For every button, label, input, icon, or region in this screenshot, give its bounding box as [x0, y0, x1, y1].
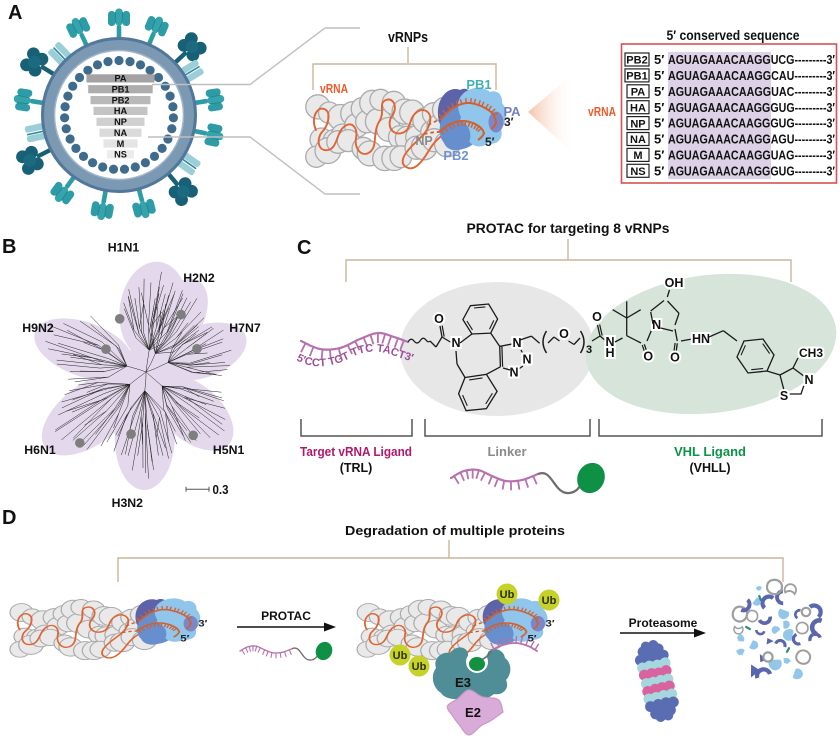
- svg-text:AGUAGAAACAAGGGUG---------3′: AGUAGAAACAAGGGUG---------3′: [668, 116, 835, 131]
- svg-text:5′: 5′: [654, 84, 664, 99]
- svg-text:AGUAGAAACAAGGCAU---------3′: AGUAGAAACAAGGCAU---------3′: [668, 68, 835, 83]
- svg-text:PROTAC: PROTAC: [261, 609, 311, 623]
- svg-text:VHL Ligand: VHL Ligand: [674, 444, 746, 459]
- svg-text:PB2: PB2: [443, 148, 468, 163]
- svg-text:N: N: [652, 318, 661, 332]
- svg-text:H7N7: H7N7: [229, 321, 261, 335]
- svg-text:N: N: [804, 373, 813, 387]
- svg-text:S: S: [780, 389, 788, 403]
- svg-text:O: O: [559, 327, 569, 341]
- svg-text:H5N1: H5N1: [213, 443, 245, 457]
- svg-text:Ub: Ub: [412, 661, 427, 673]
- svg-text:5′: 5′: [654, 148, 664, 163]
- svg-text:M: M: [117, 139, 125, 149]
- svg-text:5′: 5′: [654, 52, 664, 67]
- svg-text:H3N2: H3N2: [112, 496, 144, 510]
- svg-text:5′: 5′: [654, 163, 664, 178]
- svg-text:H1N1: H1N1: [108, 241, 140, 255]
- svg-text:B: B: [2, 236, 16, 258]
- svg-text:NP: NP: [415, 134, 432, 148]
- svg-text:NS: NS: [630, 166, 645, 178]
- svg-text:N: N: [451, 336, 460, 350]
- svg-text:N: N: [512, 336, 521, 350]
- svg-text:3′: 3′: [504, 115, 514, 129]
- svg-text:vRNA: vRNA: [320, 82, 348, 96]
- svg-text:Target vRNA Ligand: Target vRNA Ligand: [300, 444, 412, 459]
- svg-text:Linker: Linker: [487, 444, 526, 459]
- svg-text:NA: NA: [114, 128, 128, 138]
- svg-text:A: A: [8, 2, 22, 24]
- svg-text:H2N2: H2N2: [183, 271, 215, 285]
- svg-text:PB1: PB1: [466, 77, 491, 92]
- svg-text:(TRL): (TRL): [340, 461, 373, 475]
- svg-text:vRNPs: vRNPs: [388, 29, 428, 46]
- svg-text:Degradation of multiple protei: Degradation of multiple proteins: [345, 523, 565, 538]
- svg-text:0.3: 0.3: [213, 482, 229, 497]
- svg-text:NA: NA: [630, 134, 646, 146]
- svg-text:AGUAGAAACAAGGAGU---------3′: AGUAGAAACAAGGAGU---------3′: [668, 132, 835, 147]
- svg-text:5′: 5′: [485, 135, 495, 149]
- svg-text:HA: HA: [114, 106, 128, 116]
- svg-text:H6N1: H6N1: [24, 443, 56, 457]
- svg-text:D: D: [2, 507, 16, 529]
- svg-text:O: O: [592, 310, 602, 324]
- svg-text:5′: 5′: [654, 132, 664, 147]
- svg-text:H9N2: H9N2: [22, 321, 54, 335]
- svg-text:Ub: Ub: [393, 650, 408, 662]
- svg-text:NP: NP: [114, 117, 127, 127]
- svg-text:AGUAGAAACAAGGGUG---------3′: AGUAGAAACAAGGGUG---------3′: [668, 163, 835, 178]
- svg-text:HA: HA: [630, 102, 646, 114]
- svg-text:H: H: [605, 346, 614, 360]
- svg-text:HN: HN: [692, 332, 710, 346]
- svg-text:PB2: PB2: [112, 95, 130, 105]
- svg-text:AGUAGAAACAAGGUCG---------3′: AGUAGAAACAAGGUCG---------3′: [668, 52, 835, 67]
- svg-text:Proteasome: Proteasome: [629, 616, 698, 630]
- svg-text:PA: PA: [631, 87, 646, 99]
- svg-text:Ub: Ub: [542, 595, 557, 607]
- svg-text:5′: 5′: [654, 68, 664, 83]
- svg-text:5′: 5′: [654, 100, 664, 115]
- svg-text:N: N: [605, 335, 614, 349]
- svg-text:NP: NP: [630, 118, 645, 130]
- svg-text:PB1: PB1: [112, 85, 130, 95]
- svg-text:Ub: Ub: [500, 589, 515, 601]
- svg-text:3: 3: [586, 344, 592, 356]
- svg-text:O: O: [670, 351, 680, 365]
- svg-text:C: C: [297, 237, 311, 259]
- svg-text:CH3: CH3: [799, 346, 823, 360]
- svg-text:5′: 5′: [654, 116, 664, 131]
- svg-text:N: N: [522, 353, 531, 367]
- svg-text:PA: PA: [114, 74, 126, 84]
- svg-text:AGUAGAAACAAGGUAG---------3′: AGUAGAAACAAGGUAG---------3′: [668, 148, 835, 163]
- svg-text:PB1: PB1: [626, 71, 647, 83]
- svg-text:OH: OH: [665, 276, 684, 290]
- svg-text:vRNA: vRNA: [588, 105, 616, 119]
- svg-text:E3: E3: [455, 675, 471, 690]
- svg-text:PB2: PB2: [626, 55, 647, 67]
- svg-text:AGUAGAAACAAGGUAC---------3′: AGUAGAAACAAGGUAC---------3′: [668, 84, 835, 99]
- svg-text:AGUAGAAACAAGGGUG---------3′: AGUAGAAACAAGGGUG---------3′: [668, 100, 835, 115]
- svg-text:O: O: [434, 312, 444, 326]
- svg-text:5′ conserved sequence: 5′ conserved sequence: [667, 28, 800, 43]
- svg-text:N: N: [509, 366, 518, 380]
- svg-text:M: M: [633, 150, 642, 162]
- svg-text:E2: E2: [465, 705, 481, 720]
- svg-text:O: O: [643, 350, 653, 364]
- svg-text:PA: PA: [503, 104, 521, 119]
- svg-text:PROTAC for targeting 8 vRNPs: PROTAC for targeting 8 vRNPs: [467, 221, 670, 236]
- svg-text:NS: NS: [114, 150, 127, 160]
- svg-text:(VHLL): (VHLL): [690, 461, 731, 475]
